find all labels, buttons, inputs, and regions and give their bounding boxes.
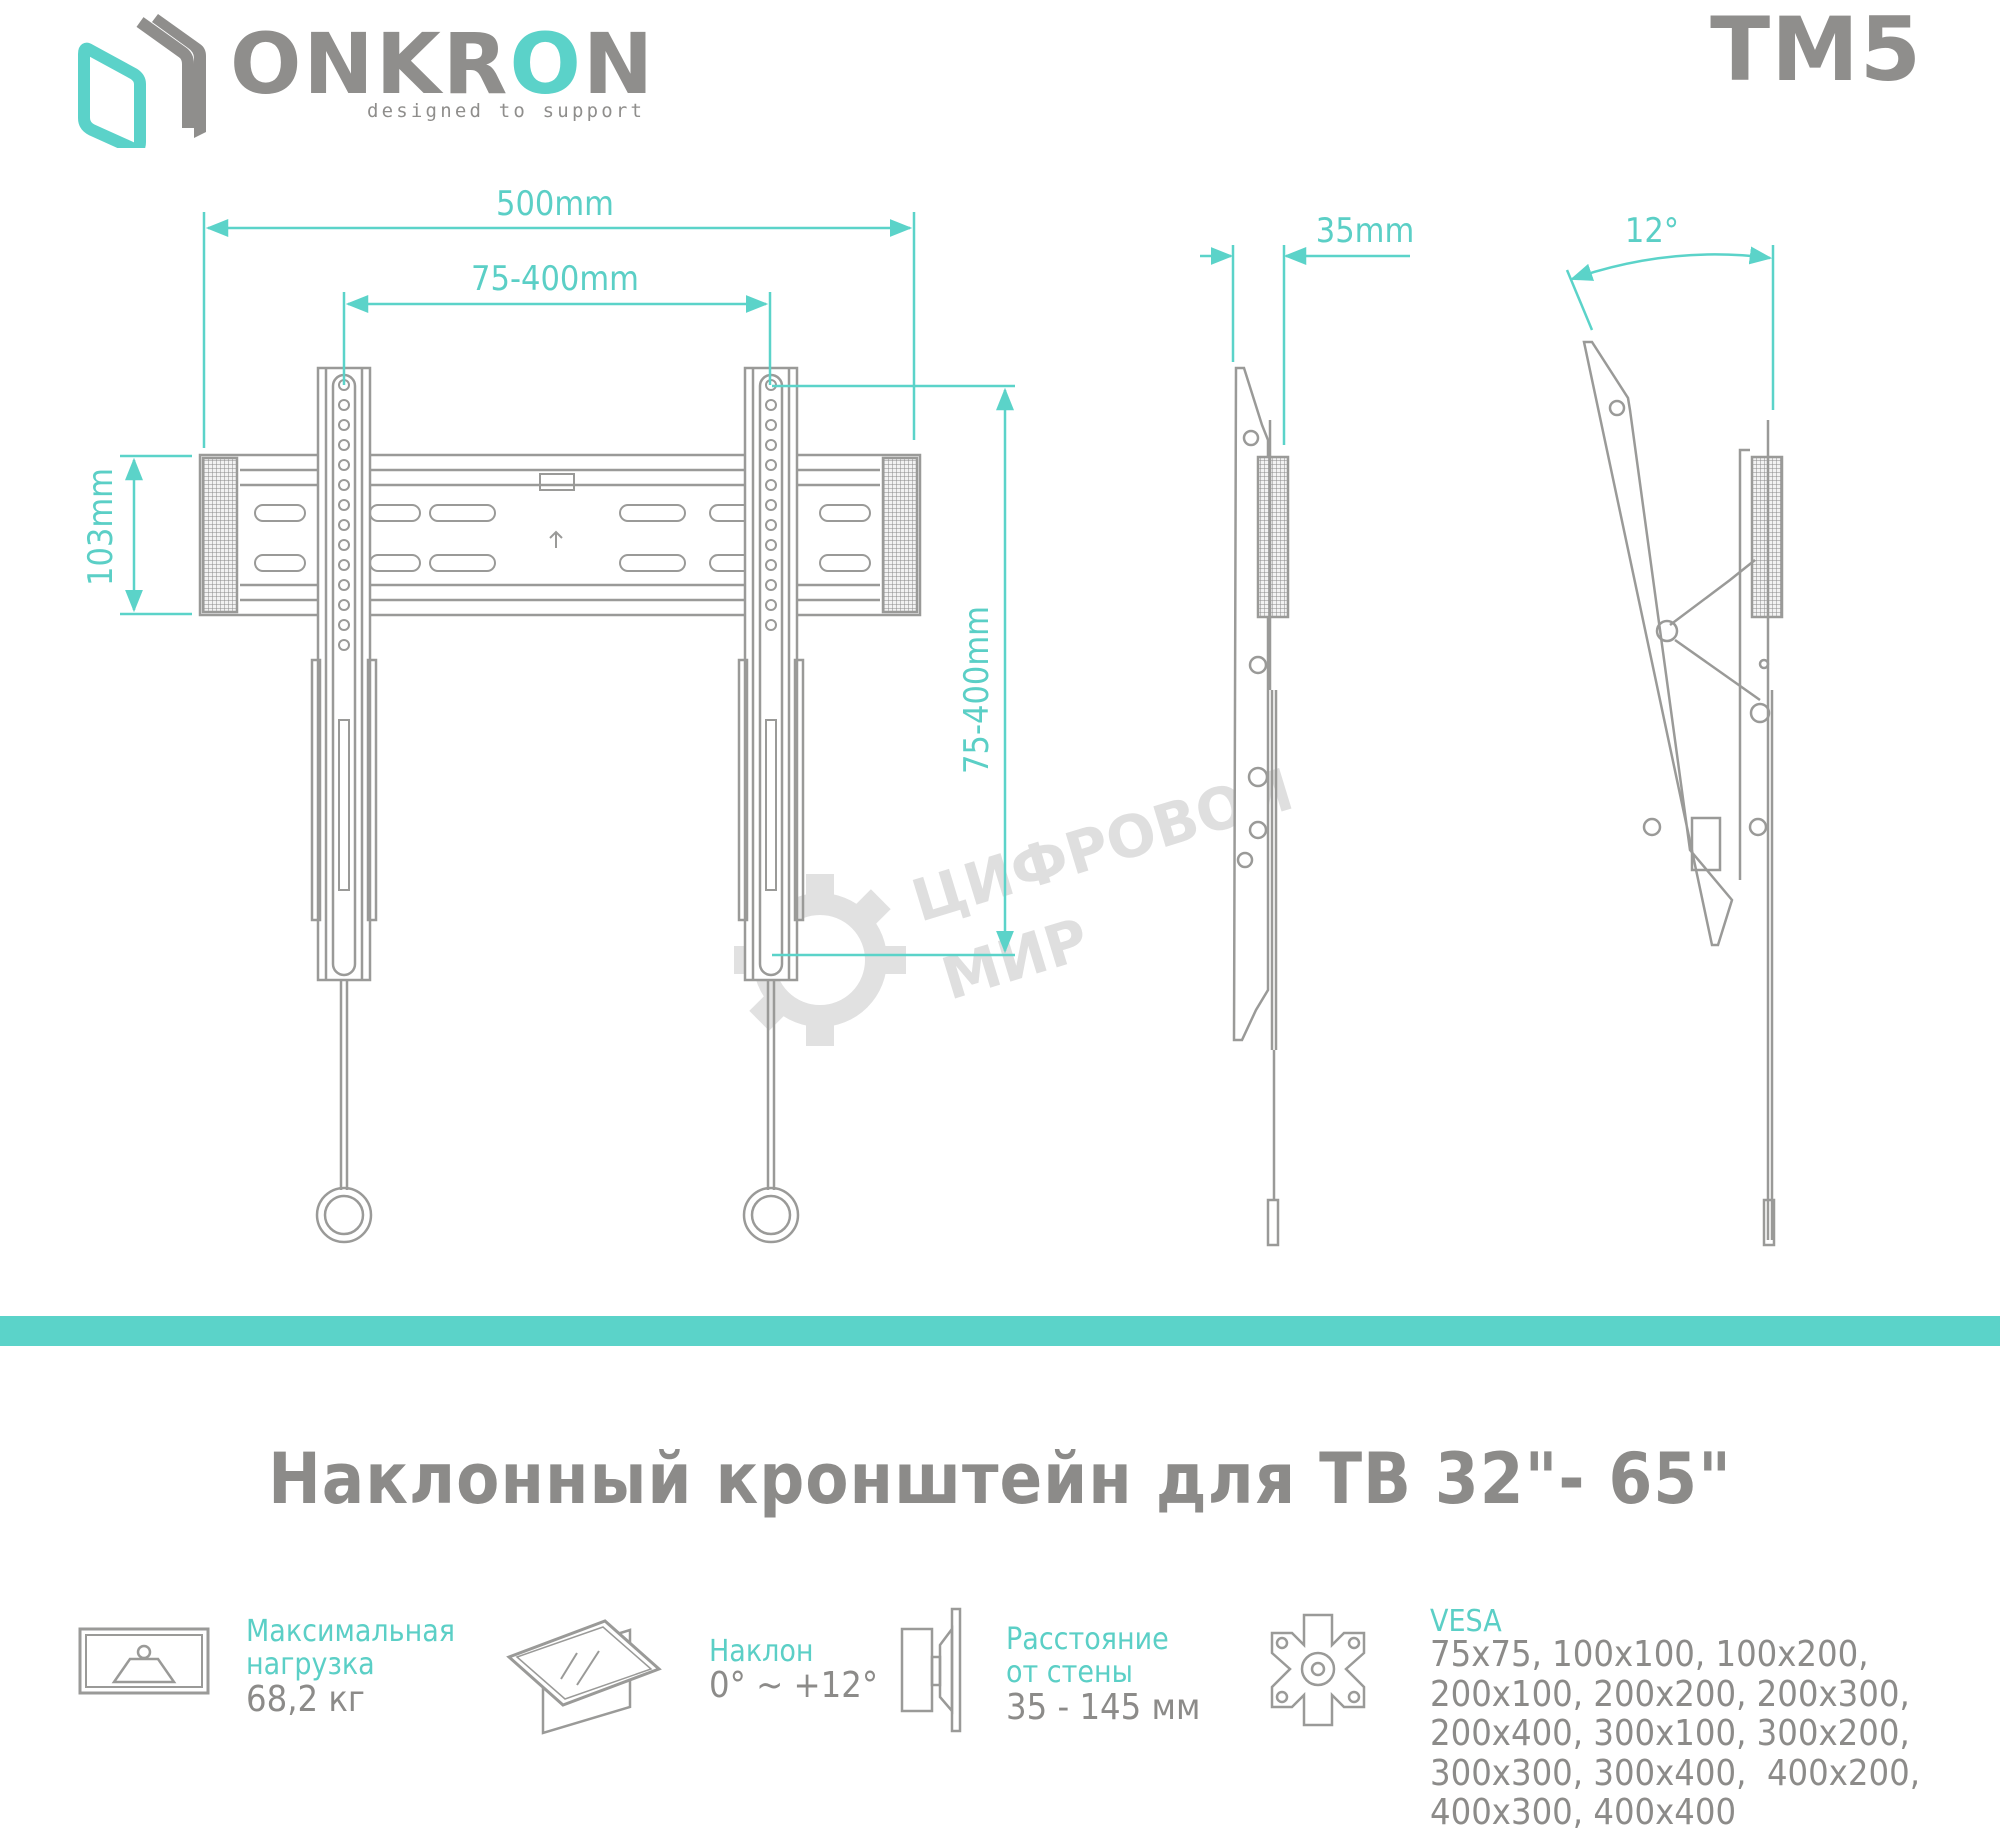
- front-dimensions: [120, 212, 1015, 957]
- spec-value: 0° ~ +12°: [709, 1665, 879, 1706]
- vertical-arm-right: [737, 366, 805, 1244]
- front-view: [198, 366, 922, 1244]
- vertical-arm-left: [310, 366, 378, 1244]
- spec-label-line1: VESA: [1430, 1604, 1502, 1639]
- vesa-plate-icon: [1270, 1613, 1366, 1727]
- spec-value: 68,2 кг: [246, 1679, 365, 1720]
- tilt-icon: [506, 1619, 662, 1735]
- spec-label-line1: Расстояние: [1006, 1622, 1169, 1657]
- watermark: ЦИФРОВОЙ МИР: [734, 754, 1301, 1046]
- end-cap-left: [201, 456, 239, 614]
- dim-tilt-angle: 12°: [1625, 211, 1679, 251]
- accent-band: [0, 1316, 2000, 1346]
- spec-label-line1: Максимальная: [246, 1614, 455, 1649]
- vesa-line: 400x300, 400x400: [1430, 1792, 1737, 1833]
- dim-vesa-vertical: 75-400mm: [957, 606, 997, 774]
- brand-logo: [78, 8, 218, 156]
- technical-drawing: ЦИФРОВОЙ МИР: [81, 184, 1784, 1247]
- tilt-dimensions: [1565, 245, 1775, 410]
- brand-tagline: designed to support: [367, 100, 646, 122]
- spec-value: 35 - 145 мм: [1006, 1687, 1201, 1728]
- vesa-list: 75x75, 100x100, 100x200, 200x100, 200x20…: [1430, 1635, 1950, 1833]
- spec-label-line2: нагрузка: [246, 1647, 375, 1682]
- weight-icon: [78, 1627, 210, 1695]
- vesa-line: 200x100, 200x200, 200x300,: [1430, 1673, 1910, 1715]
- end-cap-right: [881, 456, 919, 614]
- tilt-view: [1582, 340, 1784, 1247]
- dim-overall-width: 500mm: [496, 184, 614, 224]
- dim-vesa-horizontal: 75-400mm: [471, 259, 639, 299]
- vesa-line: 200x400, 300x100, 300x200,: [1430, 1713, 1910, 1754]
- spec-label-line2: от стены: [1006, 1655, 1133, 1690]
- brand-wordmark: ONKRON: [230, 15, 656, 113]
- vesa-line: 75x75, 100x100, 100x200,: [1430, 1634, 1869, 1675]
- up-arrow-icon: [549, 530, 563, 548]
- side-view: [1232, 366, 1290, 1247]
- spec-label-line1: Наклон: [709, 1634, 814, 1669]
- vesa-line: 300x300, 300x400, 400x200,: [1430, 1752, 1921, 1794]
- dim-rail-height: 103mm: [81, 468, 121, 586]
- dim-wall-distance: 35mm: [1316, 211, 1415, 251]
- side-dimensions: [1200, 245, 1410, 445]
- product-title: Наклонный кронштейн для ТВ 32"- 65": [268, 1438, 1732, 1520]
- model-name: TM5: [1710, 0, 1922, 101]
- wall-distance-icon: [900, 1607, 962, 1733]
